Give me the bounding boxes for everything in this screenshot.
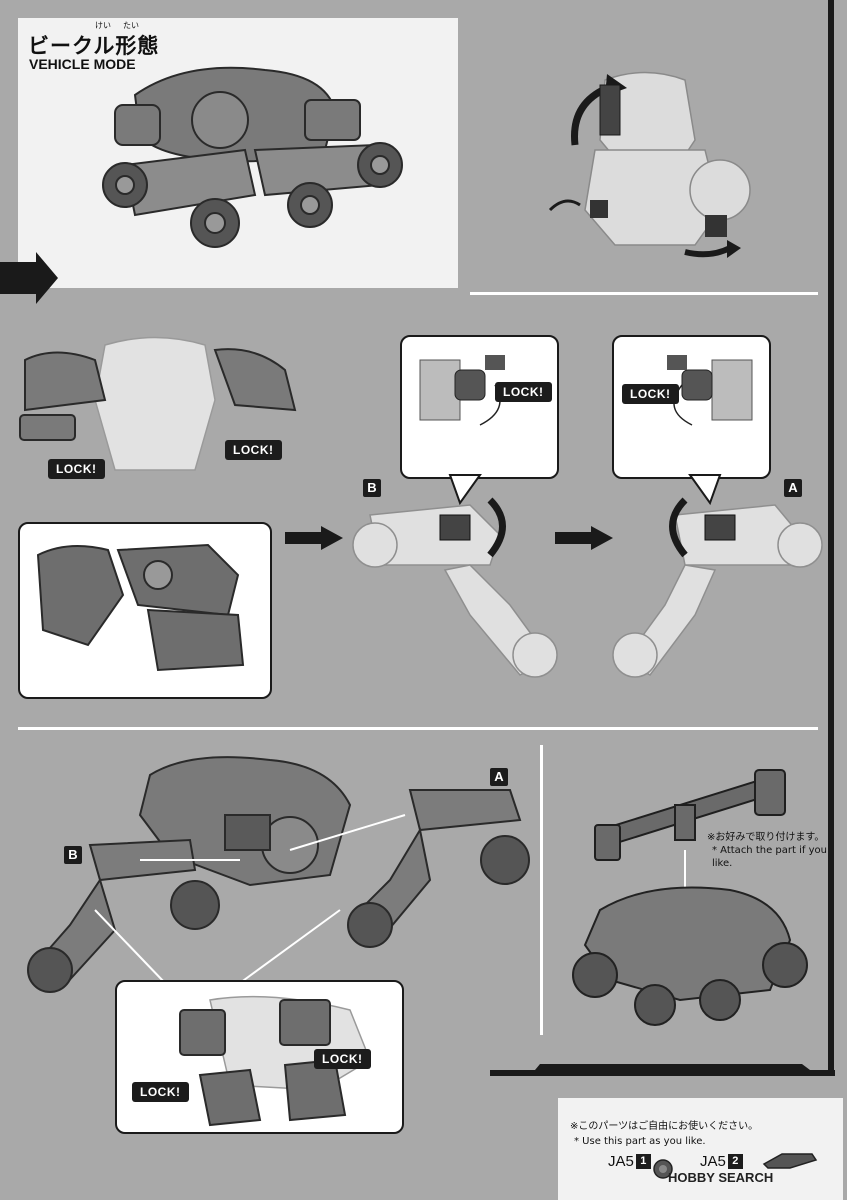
lock-label-lower-left: LOCK! [132,1082,189,1102]
frame-corner [490,1030,834,1076]
vehicle-mode-illustration [102,66,403,248]
callout-a-illustration [667,355,753,426]
robot-transform-illustration [548,71,751,258]
divider-top [470,292,818,295]
legs-closeup-illustration [36,543,245,672]
divider-middle [18,727,818,730]
lock-label-left: LOCK! [48,459,105,479]
ruby-left: けい [95,21,111,30]
leg-a-illustration [612,497,823,678]
part-ja5-2-code: JA5 [700,1153,726,1170]
callout-b-pointer [448,474,482,506]
parts-note-en: * Use this part as you like. [574,1136,706,1147]
badge-b-lower: B [64,846,82,864]
badge-a-middle: A [784,479,802,497]
parts-note-panel [558,1098,843,1200]
callout-b-illustration [419,355,505,426]
part-ja5-1-icon [653,1159,673,1179]
page-title-jp: ビークル形態 [28,34,160,58]
leg-b-illustration [352,497,558,678]
page-title-en: VEHICLE MODE [29,56,136,72]
assembly-leg-b-illustration [27,838,240,993]
lock-label-callout-a: LOCK! [622,384,679,404]
lock-label-callout-b: LOCK! [495,382,552,402]
callout-a-pointer [688,474,722,506]
part-ja5-1-code: JA5 [608,1153,634,1170]
watermark: HOBBY SEARCH [668,1170,774,1185]
divider-vertical [540,745,543,1035]
ruby-right: たい [123,21,139,30]
badge-b-middle: B [363,479,381,497]
lower-callout-pointers [94,909,341,984]
frame-bottom [540,1070,835,1076]
arrow-right-1-icon [285,526,343,550]
arrow-right-2-icon [555,526,613,550]
part-ja5-2-icon [762,1153,818,1169]
weapon-note-jp: ※お好みで取り付けます。 [707,832,825,843]
lock-label-lower-right: LOCK! [314,1049,371,1069]
weapon-note-en: * Attach the part if you like. [712,845,827,869]
part-ja5-2-num: 2 [727,1154,743,1169]
frame-right [828,0,834,1045]
section-arrow-icon [0,252,58,304]
parts-note-jp: ※このパーツはご自由にお使いください。 [570,1121,759,1132]
weapon-attach-illustration [572,769,808,1026]
arms-lock-illustration [19,336,297,471]
lock-label-right: LOCK! [225,440,282,460]
badge-a-lower: A [490,768,508,786]
part-ja5-1-num: 1 [635,1154,651,1169]
assembly-leg-a-illustration [289,789,530,948]
